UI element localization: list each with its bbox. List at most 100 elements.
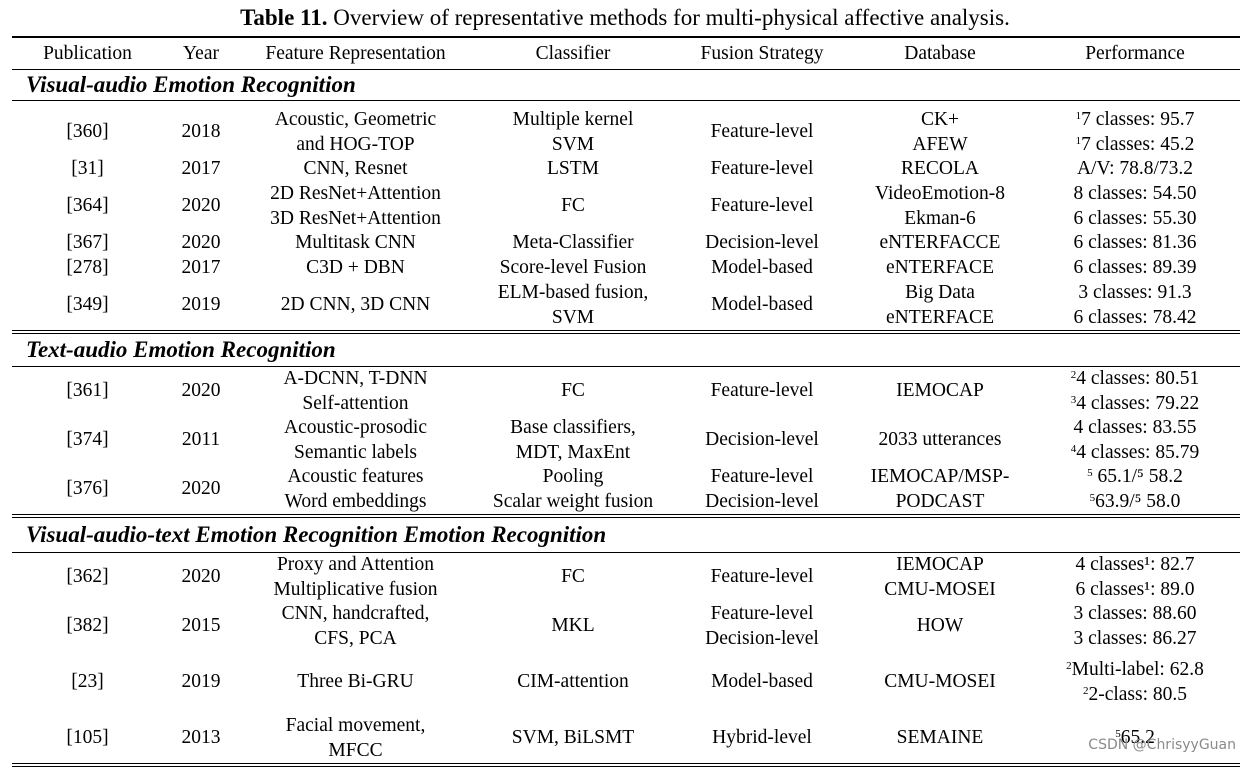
feature-line: 2D ResNet+Attention [270,183,441,204]
fusion-line: Decision-level [705,429,819,451]
cell-fusion: Model-based [674,651,850,707]
performance-line: 6 classes: 89.39 [1030,256,1240,281]
cell-year: 2020 [181,380,221,402]
cell-classifier: FC [472,553,674,603]
cell-feature: 2D CNN, 3D CNN [239,281,472,332]
performance-value: 4 classes: 80.51 [1076,368,1200,389]
database-line: AFEW [912,133,968,155]
fusion-line: Feature-level [710,158,814,180]
database-line: PODCAST [895,490,985,512]
table-body: Visual-audio Emotion Recognition[360]201… [12,69,1240,767]
database-line: IEMOCAP [896,380,984,402]
feature-line: Three Bi-GRU [297,671,414,693]
cell-feature: Multitask CNN [239,231,472,256]
cell-database: 2033 utterances [850,416,1030,465]
cell-fusion: Hybrid-level [674,707,850,767]
feature-line: CFS, PCA [314,627,397,649]
performance-value: 6 classes: 81.36 [1073,232,1197,254]
classifier-line: SVM [551,133,595,155]
database-line: SEMAINE [896,727,984,749]
fusion-line: Feature-level [710,566,814,588]
performance-line: 6 classes: 55.30 [1030,207,1240,232]
cell-fusion: Feature-level [674,553,850,603]
database-line: CMU-MOSEI [884,578,996,600]
classifier-line: SVM, BiLSMT [511,727,635,749]
cell-year: 2011 [181,429,221,451]
performance-value: 4 classes: 83.55 [1073,417,1197,438]
cell-classifier: FC [472,182,674,231]
watermark: CSDN @ChrisyyGuan [1088,737,1236,753]
performance-value: 4 classes: 79.22 [1076,392,1200,414]
fusion-line: Model-based [711,257,813,279]
feature-line: Acoustic features [287,466,424,487]
cell-year: 2019 [181,294,221,316]
performance-value: 4 classes¹: 82.7 [1075,554,1195,575]
fusion-line: Model-based [711,671,813,693]
feature-line: Acoustic, Geometric [274,109,437,130]
cell-performance: 4 classes¹: 82.7 6 classes¹: 89.0 [1030,553,1240,603]
section-row: Visual-audio Emotion Recognition [12,69,1240,101]
performance-line: 2Multi-label: 62.8 [1030,658,1240,683]
performance-line: 3 classes: 91.3 [1030,281,1240,306]
fusion-line: Model-based [711,294,813,316]
performance-line: 6 classes: 81.36 [1030,231,1240,256]
feature-line: CNN, handcrafted, [281,603,430,624]
cell-feature: Acoustic, Geometric and HOG-TOP [239,101,472,158]
performance-value: 3 classes: 88.60 [1073,603,1197,624]
performance-line: 44 classes: 85.79 [1030,441,1240,466]
cell-year: 2017 [181,158,221,180]
cell-pub: [376] [66,478,109,500]
performance-line: 6 classes¹: 89.0 [1030,578,1240,603]
cell-pub: [367] [66,232,109,254]
performance-line: 3 classes: 86.27 [1030,627,1240,652]
performance-line: 17 classes: 45.2 [1030,133,1240,158]
database-line: IEMOCAP/MSP- [870,466,1010,487]
footnote-marker: 3 [1070,393,1077,406]
database-line: VideoEmotion-8 [875,183,1005,204]
performance-value: 6 classes¹: 89.0 [1075,578,1195,600]
database-line: HOW [916,615,964,637]
classifier-line: MDT, MaxEnt [515,441,631,463]
performance-line: 565.2 [1030,726,1240,751]
fusion-line: Feature-level [710,121,814,143]
cell-year: 2013 [163,707,239,767]
table-header: Publication Year Feature Representation … [12,36,1240,70]
cell-classifier: MKL [472,602,674,651]
database-line: CK+ [920,109,960,130]
feature-line: Word embeddings [284,490,427,512]
classifier-line: FC [561,566,585,588]
section-row: Text-audio Emotion Recognition [12,330,1240,367]
feature-line: Acoustic-prosodic [284,417,427,438]
cell-performance: 565.2 [1030,707,1240,767]
performance-value: 7 classes: 95.7 [1081,109,1195,130]
feature-line: and HOG-TOP [296,133,415,155]
cell-feature: Three Bi-GRU [239,651,472,707]
performance-line: 5 65.1/⁵ 58.2 [1030,465,1240,490]
header-row: Publication Year Feature Representation … [12,36,1240,70]
footnote-marker: 2 [1070,369,1077,381]
cell-classifier: CIM-attention [472,651,674,707]
feature-line: A-DCNN, T-DNN [283,368,428,389]
cell-fusion: Feature-level [674,182,850,231]
cell-fusion: Model-based [674,281,850,332]
performance-value: 65.2 [1120,727,1155,749]
feature-line: Multiplicative fusion [273,578,438,600]
cell-database: CMU-MOSEI [850,651,1030,707]
footnote-marker: 5 [1089,491,1096,504]
performance-value: 6 classes: 78.42 [1073,306,1197,328]
cell-fusion: Feature-level [674,367,850,417]
classifier-line: Meta-Classifier [512,232,634,254]
performance-value: Multi-label: 62.8 [1071,659,1204,680]
feature-line: Semantic labels [294,441,417,463]
header-classifier: Classifier [472,36,674,70]
cell-classifier: Base classifiers,MDT, MaxEnt [472,416,674,465]
